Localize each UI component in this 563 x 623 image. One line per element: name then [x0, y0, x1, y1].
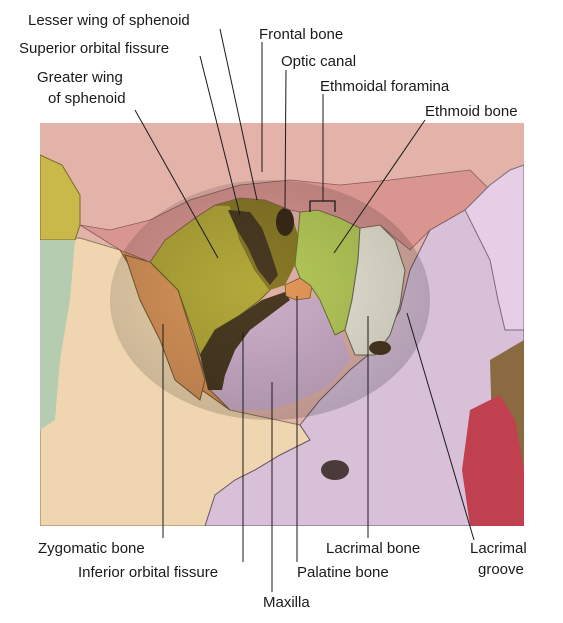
label-greater-wing-line1: Greater wing [37, 69, 123, 86]
infraorbital-foramen [321, 460, 349, 480]
label-frontal-bone: Frontal bone [259, 26, 344, 43]
leader-optic-canal [284, 69, 287, 209]
orbit-shading [110, 180, 430, 420]
label-maxilla: Maxilla [263, 594, 310, 611]
label-optic-canal: Optic canal [281, 53, 357, 70]
nasal-red-region [462, 395, 524, 526]
label-zygomatic-bone: Zygomatic bone [38, 540, 145, 557]
label-lacrimal-groove-line2: groove [478, 561, 524, 578]
label-palatine-bone: Palatine bone [297, 564, 389, 581]
leader-lacrimal-groove [406, 312, 475, 541]
label-lacrimal-bone: Lacrimal bone [326, 540, 421, 557]
label-lesser-wing-sphenoid: Lesser wing of sphenoid [28, 12, 190, 29]
label-superior-orbital-fissure: Superior orbital fissure [19, 40, 170, 57]
label-ethmoidal-foramina: Ethmoidal foramina [320, 78, 450, 95]
leader-ethmoid [333, 119, 426, 254]
leader-lines [134, 28, 475, 592]
label-inferior-orbital-fissure: Inferior orbital fissure [78, 564, 219, 581]
leader-superior-fissure [199, 55, 241, 216]
label-greater-wing-line2: of sphenoid [48, 90, 126, 107]
nasal-region [464, 164, 524, 331]
leader-greater-wing [134, 109, 219, 259]
label-ethmoid-bone: Ethmoid bone [425, 103, 518, 120]
left-green-region [40, 240, 75, 430]
leader-lesser-wing [219, 28, 258, 201]
label-lacrimal-groove-line1: Lacrimal [470, 540, 527, 557]
